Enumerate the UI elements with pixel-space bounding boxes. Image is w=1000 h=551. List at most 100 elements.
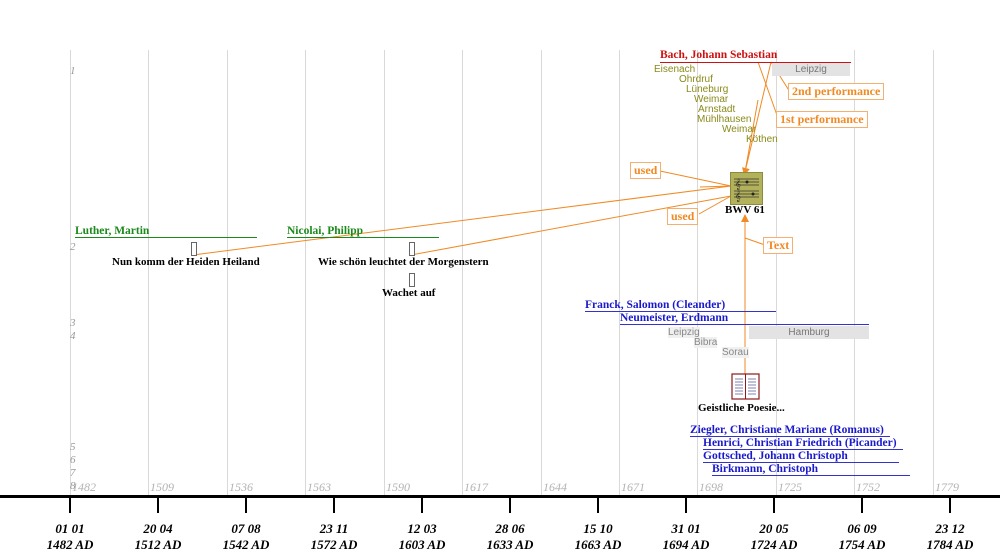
gridline [70, 50, 71, 496]
year-label: 1644 [543, 480, 567, 494]
used-label-link [698, 195, 732, 215]
lifespan-bar[interactable] [620, 324, 869, 325]
lifespan-bar[interactable] [690, 436, 890, 437]
lifespan-bar[interactable] [712, 475, 910, 476]
lifespan-bar[interactable] [703, 449, 903, 450]
gridline [619, 50, 620, 496]
person-ziegler[interactable]: Ziegler, Christiane Mariane (Romanus) [690, 424, 884, 436]
person-neumeister[interactable]: Neumeister, Erdmann [620, 312, 729, 324]
work-marker[interactable] [191, 242, 197, 256]
year-label: 1671 [621, 480, 645, 494]
row-label: 2 [70, 241, 76, 253]
work-marker[interactable] [409, 273, 415, 287]
work-title-wachet[interactable]: Wachet auf [382, 287, 436, 299]
text-label-link [744, 237, 766, 246]
axis-tick [773, 497, 775, 513]
work-title-nun-komm[interactable]: Nun komm der Heiden Heiland [112, 256, 260, 268]
year-label: 1725 [778, 480, 802, 494]
gridline [541, 50, 542, 496]
place-label: Mühlhausen [697, 114, 752, 125]
music-score-icon[interactable]: 𝄞 𝄞 [730, 172, 763, 205]
person-nicolai[interactable]: Nicolai, Philipp [287, 225, 364, 237]
relation-label[interactable]: used [630, 162, 662, 179]
relation-label[interactable]: 1st performance [776, 111, 868, 128]
lifespan-bar[interactable] [660, 62, 851, 63]
gridline [776, 50, 777, 496]
work-title-wie-schoen[interactable]: Wie schön leuchtet der Morgenstern [318, 256, 489, 268]
row-label: 6 [70, 454, 76, 466]
person-birkmann[interactable]: Birkmann, Christoph [712, 463, 819, 475]
place-leipzig: Leipzig [772, 63, 850, 76]
relation-label[interactable]: 2nd performance [788, 83, 885, 100]
axis-tick [333, 497, 335, 513]
svg-text:𝄞: 𝄞 [735, 178, 741, 190]
gridline [854, 50, 855, 496]
used-link [410, 195, 732, 256]
gridline [384, 50, 385, 496]
place-label: Eisenach [654, 64, 696, 75]
gridline [227, 50, 228, 496]
relation-label[interactable]: Text [763, 237, 794, 254]
axis-tick [421, 497, 423, 513]
person-gottsched[interactable]: Gottsched, Johann Christoph [703, 450, 848, 462]
lifespan-bar[interactable] [703, 462, 899, 463]
axis-tick [509, 497, 511, 513]
person-luther[interactable]: Luther, Martin [75, 225, 150, 237]
gridline [305, 50, 306, 496]
relation-label[interactable]: used [667, 208, 699, 225]
place-label: Leipzig [668, 327, 700, 338]
lifespan-bar[interactable] [287, 237, 439, 238]
gridline [697, 50, 698, 496]
year-label: 1509 [150, 480, 174, 494]
gridline [462, 50, 463, 496]
place-label: Ohrdruf [679, 74, 713, 85]
person-franck[interactable]: Franck, Salomon (Cleander) [585, 299, 726, 311]
gridline [148, 50, 149, 496]
axis-tick [157, 497, 159, 513]
svg-text:𝄞: 𝄞 [735, 190, 741, 202]
year-label: 1779 [935, 480, 959, 494]
performance-link [742, 61, 772, 176]
book-icon[interactable] [731, 372, 760, 401]
row-label: 4 [70, 330, 76, 342]
used-label-link [659, 170, 732, 187]
axis-tick [245, 497, 247, 513]
used-link [192, 185, 732, 256]
year-label: 1617 [464, 480, 488, 494]
year-label: 1482 [72, 480, 96, 494]
row-label: 3 [70, 317, 76, 329]
person-henrici[interactable]: Henrici, Christian Friedrich (Picander) [703, 437, 897, 449]
work-marker[interactable] [409, 242, 415, 256]
year-label: 1752 [856, 480, 880, 494]
gridline [933, 50, 934, 496]
year-label: 1698 [699, 480, 723, 494]
work-title-bwv61[interactable]: BWV 61 [725, 204, 765, 216]
year-label: 1563 [307, 480, 331, 494]
work-title-geistliche[interactable]: Geistliche Poesie... [698, 402, 785, 414]
place-label: Weimar [722, 124, 757, 135]
row-label: 1 [70, 65, 76, 77]
performance-link [744, 99, 759, 173]
place-label: Lüneburg [686, 84, 729, 95]
lifespan-bar[interactable] [75, 237, 257, 238]
person-bach[interactable]: Bach, Johann Sebastian [660, 49, 778, 61]
place-label: Weimar [694, 94, 729, 105]
place-label: Bibra [694, 337, 718, 348]
lifespan-bar[interactable] [585, 311, 776, 312]
performance-label-link [757, 61, 779, 119]
time-axis[interactable] [0, 495, 1000, 498]
axis-tick [949, 497, 951, 513]
row-label: 8 [70, 480, 76, 492]
used-link [699, 185, 732, 188]
row-label: 5 [70, 441, 76, 453]
